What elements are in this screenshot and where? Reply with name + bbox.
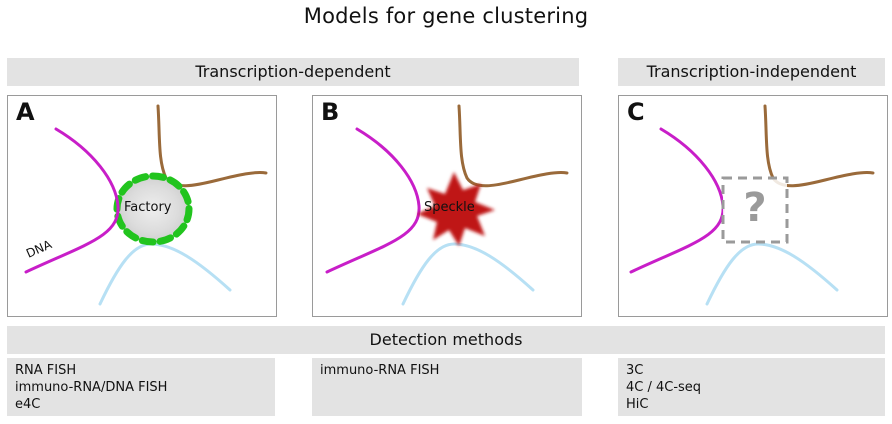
method-item: immuno-RNA FISH [320, 363, 440, 378]
dna-strand [325, 127, 421, 274]
method-item: RNA FISH [15, 363, 77, 378]
panel-a-letter: A [16, 98, 35, 126]
panel-b-diagram [325, 104, 569, 306]
blue-gene-strand [401, 242, 535, 306]
panel-c-letter: C [627, 98, 645, 126]
dna-strand [629, 127, 725, 274]
factory-label: Factory [124, 200, 172, 215]
panel-c-diagram [629, 104, 875, 306]
panel-a-diagram [24, 104, 268, 306]
method-item: HiC [626, 397, 649, 412]
method-item: 4C / 4C-seq [626, 380, 702, 395]
panel-b-letter: B [321, 98, 340, 126]
detection-methods-header: Detection methods [7, 326, 885, 354]
question-mark: ? [743, 185, 767, 231]
header-transcription-dependent: Transcription-dependent [7, 58, 579, 86]
method-item: e4C [15, 397, 41, 412]
blue-gene-strand [98, 242, 232, 306]
methods-list-a: RNA FISH immuno-RNA/DNA FISH e4C [7, 358, 275, 416]
panel-c-unknown-model: C ? [618, 95, 888, 317]
blue-gene-strand [705, 242, 839, 306]
panel-a-factory-model: A Factory DNA [7, 95, 277, 317]
unknown-box [721, 176, 789, 244]
brown-gene-strand [457, 104, 569, 188]
speckle-shape [417, 172, 495, 246]
methods-list-c: 3C 4C / 4C-seq HiC [618, 358, 885, 416]
factory-body [117, 176, 189, 242]
figure-title: Models for gene clustering [303, 4, 589, 28]
brown-gene-strand [763, 104, 875, 188]
method-item: 3C [626, 363, 644, 378]
speckle-label: Speckle [424, 200, 475, 215]
dna-strand [24, 127, 120, 274]
brown-gene-strand [156, 104, 268, 188]
methods-list-b: immuno-RNA FISH [312, 358, 582, 416]
method-item: immuno-RNA/DNA FISH [15, 380, 168, 395]
panel-b-speckle-model: B Speckle [312, 95, 582, 317]
header-transcription-independent: Transcription-independent [618, 58, 885, 86]
